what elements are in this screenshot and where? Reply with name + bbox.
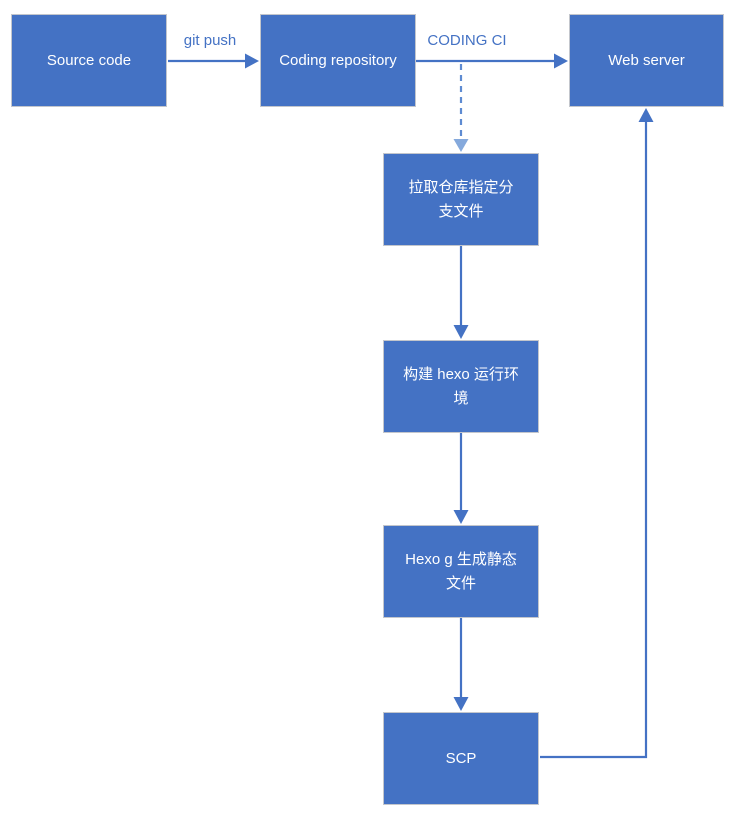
node-build-hexo-env: 构建 hexo 运行环境 bbox=[383, 340, 539, 433]
node-pull-branch: 拉取仓库指定分支文件 bbox=[383, 153, 539, 246]
node-web-server: Web server bbox=[569, 14, 724, 107]
arrow-build-to-generate bbox=[453, 433, 469, 524]
node-scp: SCP bbox=[383, 712, 539, 805]
arrow-scp-to-webserver bbox=[540, 108, 654, 759]
node-coding-repository-label: Coding repository bbox=[279, 51, 397, 69]
arrow-repository-to-webserver bbox=[416, 53, 568, 69]
node-source-code: Source code bbox=[11, 14, 167, 107]
node-coding-repository: Coding repository bbox=[260, 14, 416, 107]
edge-label-coding-ci: CODING CI bbox=[427, 32, 507, 49]
dashed-arrow-ci-to-pull-branch bbox=[453, 64, 469, 152]
arrow-pull-branch-to-build bbox=[453, 246, 469, 339]
node-web-server-label: Web server bbox=[608, 51, 685, 69]
node-source-code-label: Source code bbox=[46, 51, 132, 69]
node-hexo-generate: Hexo g 生成静态文件 bbox=[383, 525, 539, 618]
node-scp-label: SCP bbox=[445, 749, 477, 767]
node-hexo-generate-label: Hexo g 生成静态文件 bbox=[405, 551, 517, 592]
edge-label-git-push: git push bbox=[183, 32, 237, 49]
node-pull-branch-label: 拉取仓库指定分支文件 bbox=[408, 179, 514, 220]
node-build-hexo-env-label: 构建 hexo 运行环境 bbox=[403, 366, 519, 407]
arrow-generate-to-scp bbox=[453, 618, 469, 711]
arrow-source-to-repository bbox=[168, 53, 259, 69]
